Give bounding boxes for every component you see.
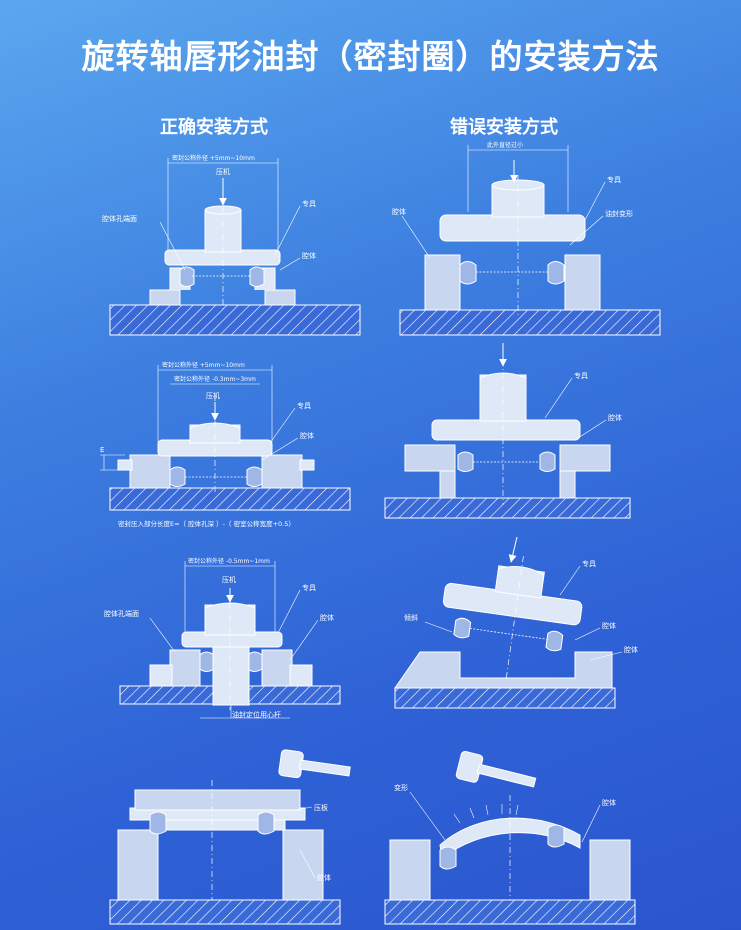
w3-tool-label: 专具: [582, 559, 596, 568]
w4-deform-label: 变形: [394, 783, 408, 792]
d2-dim-inner-label: 密封公称外径 -0.3mm~3mm: [174, 375, 256, 383]
correct-column-heading: 正确安装方式: [160, 117, 268, 138]
wrong-diagram-2: 专具 腔体: [384, 343, 631, 519]
w1-tool-label: 专具: [607, 175, 621, 184]
d3-dim-label: 密封公称外径 -0.5mm~1mm: [188, 557, 270, 565]
d2-e-label: E: [100, 446, 104, 454]
w4-housing-label: 腔体: [602, 798, 616, 807]
d1-bore-chamfer-label: 腔体孔端面: [102, 214, 137, 223]
d2-formula: 密封压入部分长度E=（ 腔体孔深 ）-（ 密室公称宽度+0.5）: [118, 519, 295, 528]
d4-plate-label: 压板: [314, 803, 328, 812]
d3-bore-chamfer-label: 腔体孔端面: [104, 609, 139, 618]
d2-dim-outer-label: 密封公称外径 +5mm~10mm: [162, 361, 245, 369]
d2-press-label: 压机: [206, 391, 220, 400]
w1-housing-label: 腔体: [392, 207, 406, 216]
d3-press-label: 压机: [222, 575, 236, 584]
d1-tool-label: 专具: [302, 199, 316, 208]
correct-diagram-4: 压板 腔体: [109, 749, 351, 925]
d1-housing-label: 腔体: [302, 251, 316, 260]
w2-housing-label: 腔体: [608, 413, 622, 422]
correct-diagram-3: 压机 密封公称外径 -0.5mm~1mm 腔体孔端面 专具 腔体 油封定位用心杆: [104, 557, 341, 719]
wrong-diagram-4: 变形 腔体: [384, 750, 636, 925]
d3-housing-label: 腔体: [320, 613, 334, 622]
d1-dim-label: 密封公称外径 +5mm~10mm: [172, 154, 255, 162]
d2-tool-label: 专具: [297, 401, 311, 410]
correct-diagram-2: 压机 密封公称外径 +5mm~10mm 密封公称外径 -0.3mm~3mm 专具…: [100, 361, 351, 528]
w3-tilt-label: 倾斜: [404, 613, 418, 622]
wrong-column-heading: 错误安装方式: [450, 117, 558, 138]
wrong-diagram-1: 此外直径过小 专具 腔体 油封变形: [392, 141, 661, 336]
d2-housing-label: 腔体: [300, 431, 314, 440]
correct-diagram-1: 压机 密封公称外径 +5mm~10mm 腔体孔端面 专具 腔体: [102, 154, 361, 336]
d3-tool-label: 专具: [302, 583, 316, 592]
d1-press-label: 压机: [216, 167, 230, 176]
page-title: 旋转轴唇形油封（密封圈）的安装方法: [81, 37, 660, 76]
w3-housing2-label: 腔体: [624, 645, 638, 654]
d3-mandrel-label: 油封定位用心杆: [232, 710, 281, 719]
w3-housing1-label: 腔体: [602, 621, 616, 630]
w1-dim-label: 此外直径过小: [487, 141, 523, 149]
w1-deform-label: 油封变形: [605, 209, 633, 218]
wrong-diagram-3: 专具 倾斜 腔体 腔体: [394, 536, 638, 709]
d4-housing-label: 腔体: [317, 873, 331, 882]
w2-tool-label: 专具: [574, 371, 588, 380]
